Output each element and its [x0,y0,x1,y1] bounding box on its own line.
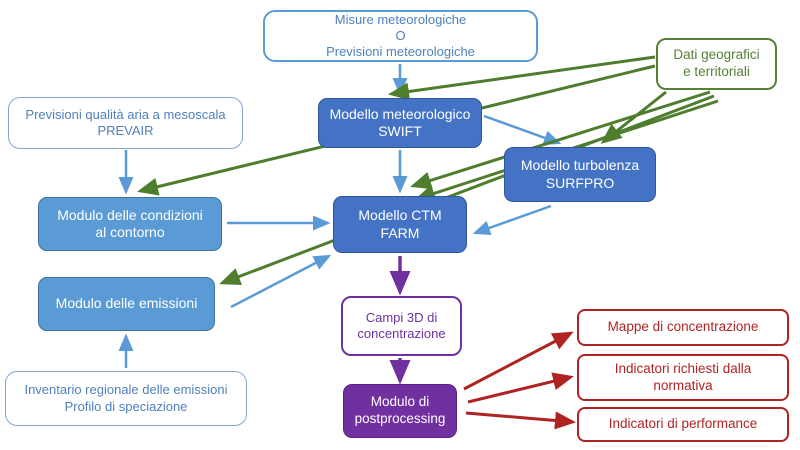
node-label: e territoriali [683,64,750,79]
node-label: PREVAIR [97,123,154,138]
node-label: Dati geografici [673,47,760,63]
node-label: Modulo delle emissioni [55,295,198,312]
node-indicatori-normativa: Indicatori richiesti dalla normativa [577,354,789,401]
node-label: Previsioni qualità aria a mesoscala [25,106,226,122]
arrow-postproc-to-normativa [467,372,574,404]
node-label: Modello turbolenza [520,157,640,173]
node-dati-geografici: Dati geografici e territoriali [656,38,777,90]
node-label: Indicatori di performance [608,416,758,432]
node-label: Previsioni meteorologiche [326,44,475,60]
node-label: SWIFT [378,123,422,139]
node-label: al contorno [95,224,165,240]
node-label: Modulo di [370,394,430,410]
node-campi-3d-concentrazione: Campi 3D di concentrazione [341,296,462,356]
node-label: concentrazione [357,326,446,341]
node-label: O [395,27,406,43]
arrow-postproc-to-performance [465,411,576,430]
arrow-dati-to-swift [388,55,656,101]
node-modello-ctm-farm: Modello CTM FARM [333,196,467,253]
node-modulo-postprocessing: Modulo di postprocessing [343,384,457,438]
node-label: Campi 3D di [365,309,438,325]
node-mappe-concentrazione: Mappe di concentrazione [577,309,789,346]
node-label: FARM [380,224,420,241]
node-label: normativa [653,377,713,393]
arrow-emissioni-to-farm [230,254,332,309]
arrow-dati-to-emissioni [219,94,715,286]
arrow-dati-to-farm-upper [410,90,711,190]
node-label: Mappe di concentrazione [607,319,759,335]
node-label: Modulo delle condizioni [57,206,203,223]
node-modulo-condizioni-contorno: Modulo delle condizioni al contorno [38,197,222,251]
node-label: Inventario regionale delle emissioni [24,382,228,398]
node-misure-meteorologiche: Misure meteorologiche O Previsioni meteo… [263,10,538,62]
node-label: Modello meteorologico [329,105,471,122]
node-label: Misure meteorologiche [334,11,467,27]
node-modulo-emissioni: Modulo delle emissioni [38,277,215,331]
arrow-swift-to-surfpro [483,114,562,145]
arrow-postproc-to-mappe [463,331,574,391]
node-label: postprocessing [354,411,446,426]
node-label: SURFPRO [545,174,615,191]
node-indicatori-performance: Indicatori di performance [577,407,789,442]
node-label: Profilo di speciazione [64,398,188,414]
node-label: Indicatori richiesti dalla [614,360,752,376]
node-label: Modello CTM [358,207,442,223]
node-modello-meteorologico-swift: Modello meteorologico SWIFT [318,98,482,148]
arrow-surfpro-to-farm [472,204,552,236]
node-inventario-emissioni: Inventario regionale delle emissioni Pro… [5,371,247,426]
node-previsioni-prevair: Previsioni qualità aria a mesoscala PREV… [8,97,243,149]
node-modello-turbolenza-surfpro: Modello turbolenza SURFPRO [504,147,656,202]
